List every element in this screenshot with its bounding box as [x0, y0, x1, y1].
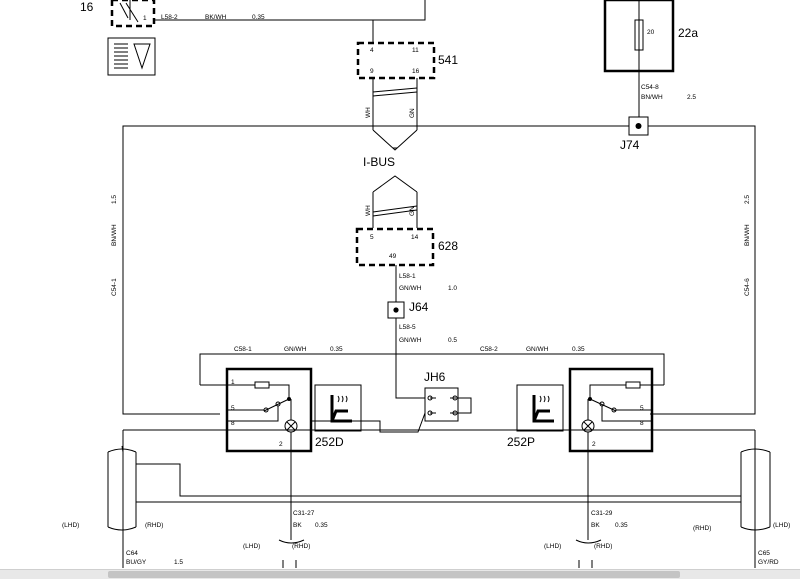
variant-lhd-1: (LHD): [62, 522, 79, 529]
wire-0.35b: 0.35: [330, 346, 343, 353]
wire-0.35c: 0.35: [572, 346, 585, 353]
wire-gnwh3: GN/WH: [284, 346, 307, 353]
wire-right-2.5: 2.5: [744, 195, 751, 204]
wire-gnwh1: GN/WH: [399, 285, 422, 292]
pin-d-1: 1: [231, 379, 235, 386]
pin-d-5: 5: [231, 405, 235, 412]
variant-lhd-4: (LHD): [773, 522, 790, 529]
wire-0.5: 0.5: [448, 337, 457, 344]
wire-c58-2: C58-2: [480, 346, 498, 353]
pin-d-8: 8: [231, 420, 235, 427]
pin-628-14: 14: [411, 234, 419, 241]
pin-16-1: 1: [143, 15, 147, 22]
wire-2.5a: 2.5: [687, 94, 696, 101]
heater-symbol-icon: [107, 37, 156, 76]
wire-l58-2: L58-2: [161, 14, 178, 21]
horizontal-scrollbar[interactable]: [0, 569, 800, 579]
label-541: 541: [438, 53, 458, 67]
wire-1.0: 1.0: [448, 285, 457, 292]
label-252d: 252D: [315, 435, 344, 449]
pin-541-11: 11: [412, 47, 419, 54]
wire-gyrd: GY/RD: [758, 559, 779, 566]
label-20: 20: [647, 29, 655, 36]
wire-gnwh4: GN/WH: [526, 346, 549, 353]
seat-heater-icon-passenger: [516, 384, 564, 432]
label-ibus: I-BUS: [363, 155, 395, 169]
splice-j64: J64: [387, 300, 429, 319]
pin-p-5: 5: [640, 405, 644, 412]
pin-p-2: 2: [592, 441, 596, 448]
variant-rhd-2: (RHD): [292, 543, 310, 550]
wire-bkwh: BK/WH: [205, 14, 227, 21]
wire-gnwh2: GN/WH: [399, 337, 422, 344]
wire-0.35d: 0.35: [315, 522, 328, 529]
component-22a: 20 22a: [603, 0, 698, 73]
scrollbar-thumb[interactable]: [108, 571, 680, 578]
splice-j74: J74: [620, 116, 649, 152]
wire-c31-27: C31-27: [293, 510, 315, 517]
variant-rhd-4: (RHD): [693, 525, 711, 532]
pin-628-49: 49: [389, 253, 397, 260]
wire-c54-8: C54-8: [641, 84, 659, 91]
label-628: 628: [438, 239, 458, 253]
pin-541-16: 16: [412, 68, 420, 75]
wire-l58-1: L58-1: [399, 273, 416, 280]
wire-l58-5: L58-5: [399, 324, 416, 331]
label-22a: 22a: [678, 26, 698, 40]
wire-left-c54-1: C54-1: [111, 278, 118, 296]
wire-c65: C65: [758, 550, 770, 557]
pin-d-2: 2: [279, 441, 283, 448]
wire-bugy: BU/GY: [126, 559, 147, 566]
label-j64: J64: [409, 300, 429, 314]
component-628: 5 14 49 628: [355, 227, 458, 267]
switch-252p: 5 8 2 252P: [507, 367, 654, 453]
component-541: 4 11 9 16 541: [356, 41, 458, 80]
wire-right-c54-6: C54-6: [744, 278, 751, 296]
pin-628-5: 5: [370, 234, 374, 241]
pin-541-9: 9: [370, 68, 374, 75]
label-j74: J74: [620, 138, 640, 152]
wire-right-bnwh: BN/WH: [744, 224, 751, 246]
wire-bnwh-top: BN/WH: [641, 94, 663, 101]
wire-1.5b: 1.5: [174, 559, 183, 566]
variant-lhd-3: (LHD): [544, 543, 561, 550]
connector-jh6: JH6: [424, 370, 472, 422]
wire-bk1: BK: [293, 522, 302, 529]
variant-rhd-3: (RHD): [594, 543, 612, 550]
wire-gn2: GN: [409, 206, 416, 216]
seat-heater-icon: [314, 384, 362, 432]
variant-rhd-1: (RHD): [145, 522, 163, 529]
wire-gn1: GN: [409, 108, 416, 118]
wire-0.35a: 0.35: [252, 14, 265, 21]
label-jh6: JH6: [424, 370, 446, 384]
wire-wh1: WH: [365, 107, 372, 118]
variant-lhd-2: (LHD): [243, 543, 260, 550]
wire-left-bnwh: BN/WH: [111, 224, 118, 246]
pin-p-8: 8: [640, 420, 644, 427]
wire-c64: C64: [126, 550, 138, 557]
wire-c58-1: C58-1: [234, 346, 252, 353]
wire-c31-29: C31-29: [591, 510, 613, 517]
wire-bk2: BK: [591, 522, 600, 529]
pin-541-4: 4: [370, 47, 374, 54]
wire-wh2: WH: [365, 205, 372, 216]
wire-left-1.5: 1.5: [111, 195, 118, 204]
wire-0.35e: 0.35: [615, 522, 628, 529]
component-16: 16 1: [80, 0, 156, 28]
switch-252d: 1 5 8 2 252D: [225, 367, 344, 453]
label-252p: 252P: [507, 435, 535, 449]
label-16: 16: [80, 0, 94, 14]
